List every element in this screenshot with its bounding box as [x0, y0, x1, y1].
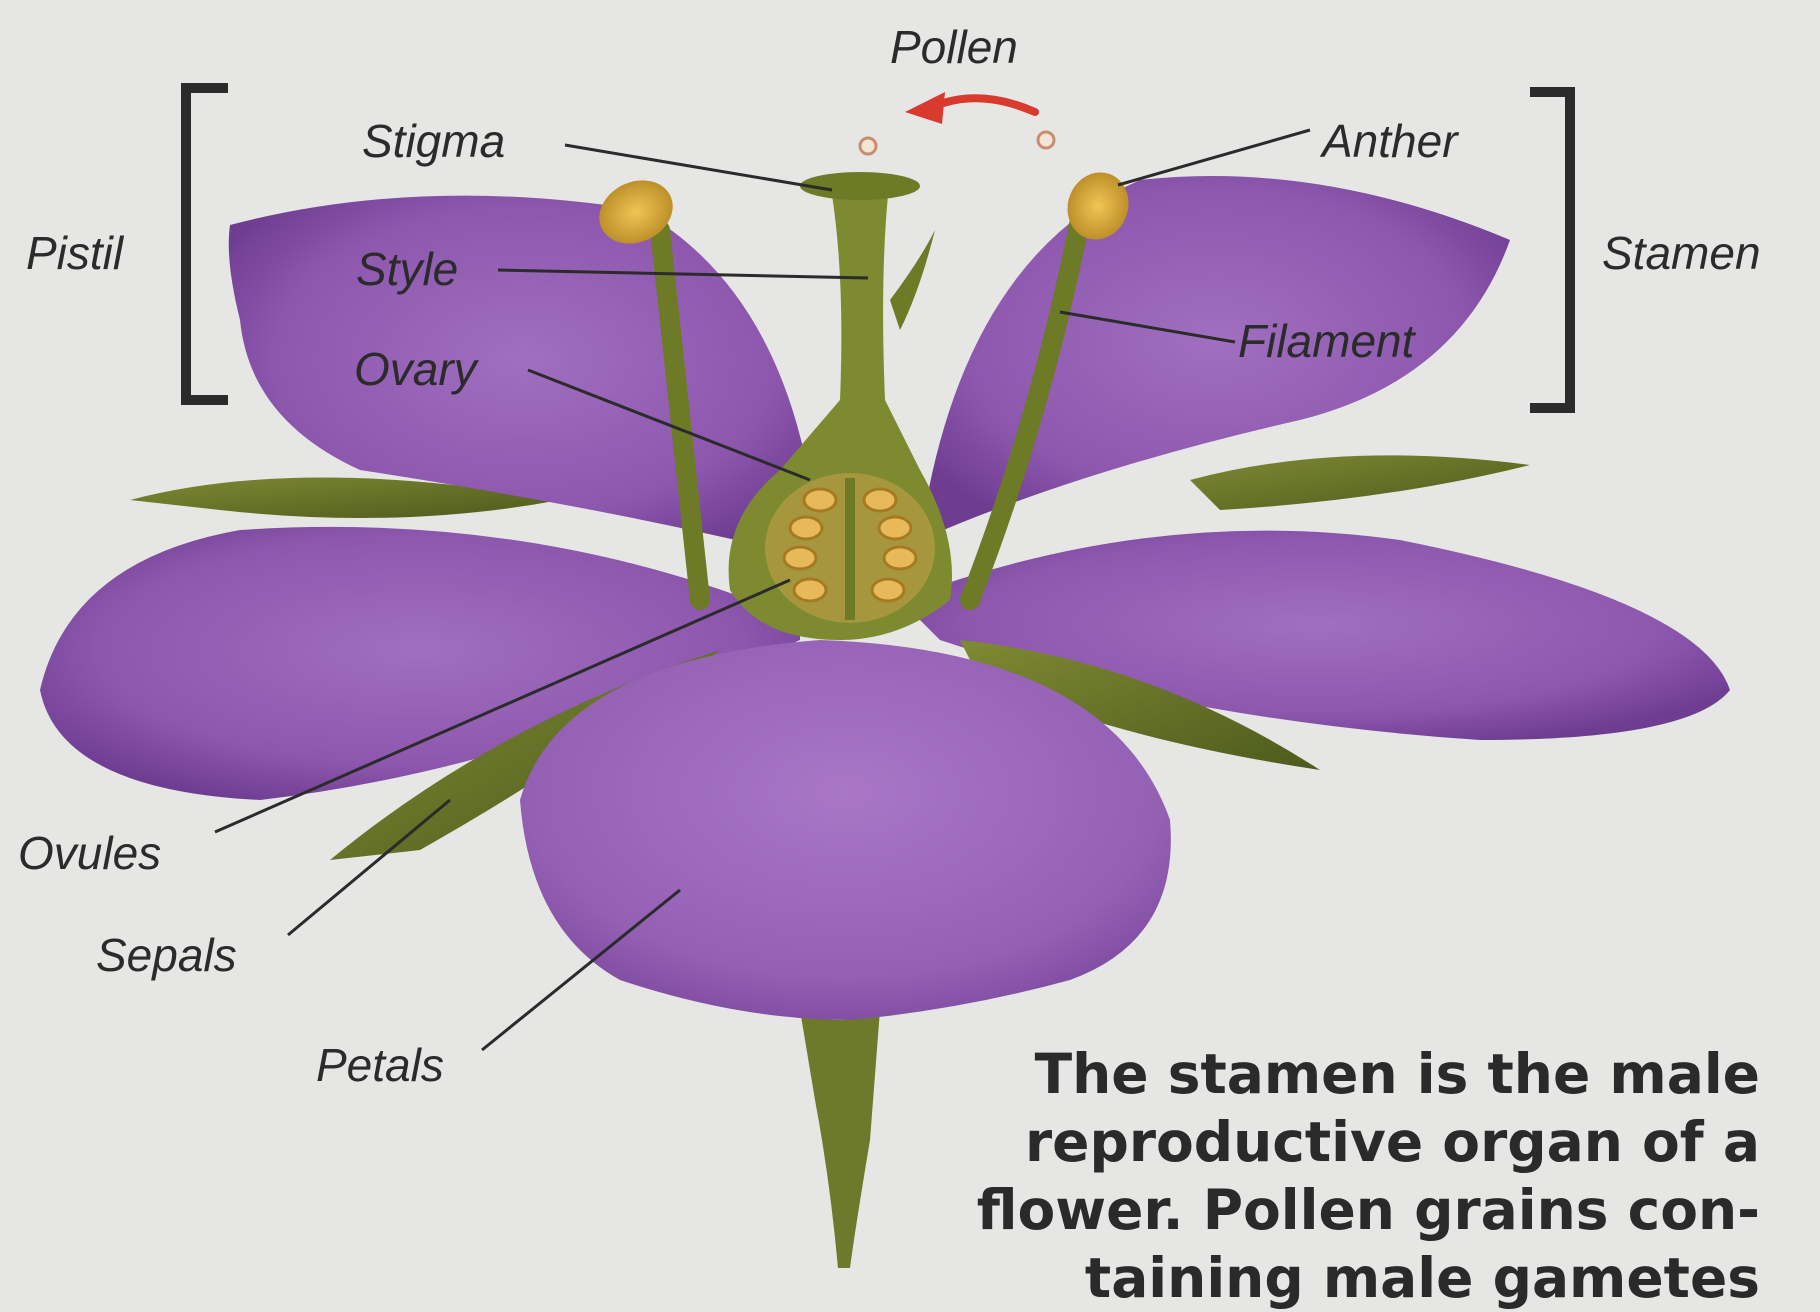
- label-stigma: Stigma: [362, 118, 505, 164]
- ovule: [804, 489, 836, 511]
- label-sepals: Sepals: [96, 932, 237, 978]
- ovule: [879, 517, 911, 539]
- label-ovary: Ovary: [354, 346, 477, 392]
- caption-line-1: The stamen is the male: [860, 1040, 1760, 1108]
- label-pollen: Pollen: [890, 24, 1018, 70]
- caption-line-3: flower. Pollen grains con-: [860, 1176, 1760, 1244]
- label-pistil: Pistil: [26, 230, 123, 276]
- caption: The stamen is the male reproductive orga…: [860, 1040, 1760, 1312]
- label-petals: Petals: [316, 1042, 444, 1088]
- label-stamen: Stamen: [1602, 230, 1761, 276]
- label-style: Style: [356, 246, 458, 292]
- pollen-grain: [860, 138, 876, 154]
- ovule: [884, 547, 916, 569]
- label-filament: Filament: [1238, 318, 1414, 364]
- pollen-arrow-head: [905, 92, 945, 124]
- ovule: [790, 517, 822, 539]
- label-ovules: Ovules: [18, 830, 161, 876]
- pistil-bracket: [186, 88, 228, 400]
- label-anther: Anther: [1322, 118, 1458, 164]
- stamen-bracket: [1530, 92, 1570, 408]
- leader-sepals: [288, 800, 450, 935]
- leader-stigma: [565, 145, 832, 190]
- caption-line-4: taining male gametes: [860, 1244, 1760, 1312]
- stigma-top: [800, 172, 920, 200]
- ovule: [872, 579, 904, 601]
- ovule: [794, 579, 826, 601]
- caption-line-2: reproductive organ of a: [860, 1108, 1760, 1176]
- ovule: [784, 547, 816, 569]
- pistil-side-lobe: [890, 230, 935, 330]
- pollen-grain: [1038, 132, 1054, 148]
- ovule: [864, 489, 896, 511]
- pollen-arrow: [935, 98, 1035, 112]
- sepal-right-back: [1190, 455, 1530, 510]
